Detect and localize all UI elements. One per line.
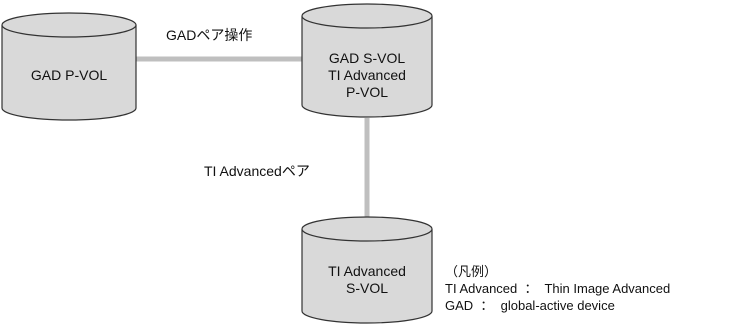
ti-svol-label: TI Advanced S-VOL bbox=[302, 263, 432, 297]
ti-svol-label-line-1: TI Advanced bbox=[328, 263, 406, 279]
gad-pair-operation-label: GADペア操作 bbox=[166, 27, 253, 43]
legend-item-gad: GAD ： global-active device bbox=[445, 298, 615, 313]
gad-svol-label: GAD S-VOL TI Advanced P-VOL bbox=[302, 50, 432, 101]
legend-title: （凡例） bbox=[445, 264, 498, 279]
ti-svol-label-line-2: S-VOL bbox=[345, 280, 388, 296]
gad-svol-label-line-1: GAD S-VOL bbox=[328, 50, 406, 66]
ti-pair-label: TI Advancedペア bbox=[204, 163, 310, 179]
gad-pvol-label: GAD P-VOL bbox=[2, 67, 136, 84]
gad-svol-label-line-2: TI Advanced bbox=[328, 67, 406, 83]
ti-svol-cylinder bbox=[301, 216, 433, 324]
gad-svol-label-line-3: P-VOL bbox=[345, 84, 388, 100]
legend-item-ti-advanced: TI Advanced ： Thin Image Advanced bbox=[445, 281, 671, 296]
legend: （凡例） TI Advanced ： Thin Image Advanced G… bbox=[445, 263, 670, 314]
gad-pvol-cylinder bbox=[1, 12, 137, 121]
gad-pvol-label-line: GAD P-VOL bbox=[30, 67, 108, 83]
gad-svol-cylinder bbox=[301, 3, 433, 118]
